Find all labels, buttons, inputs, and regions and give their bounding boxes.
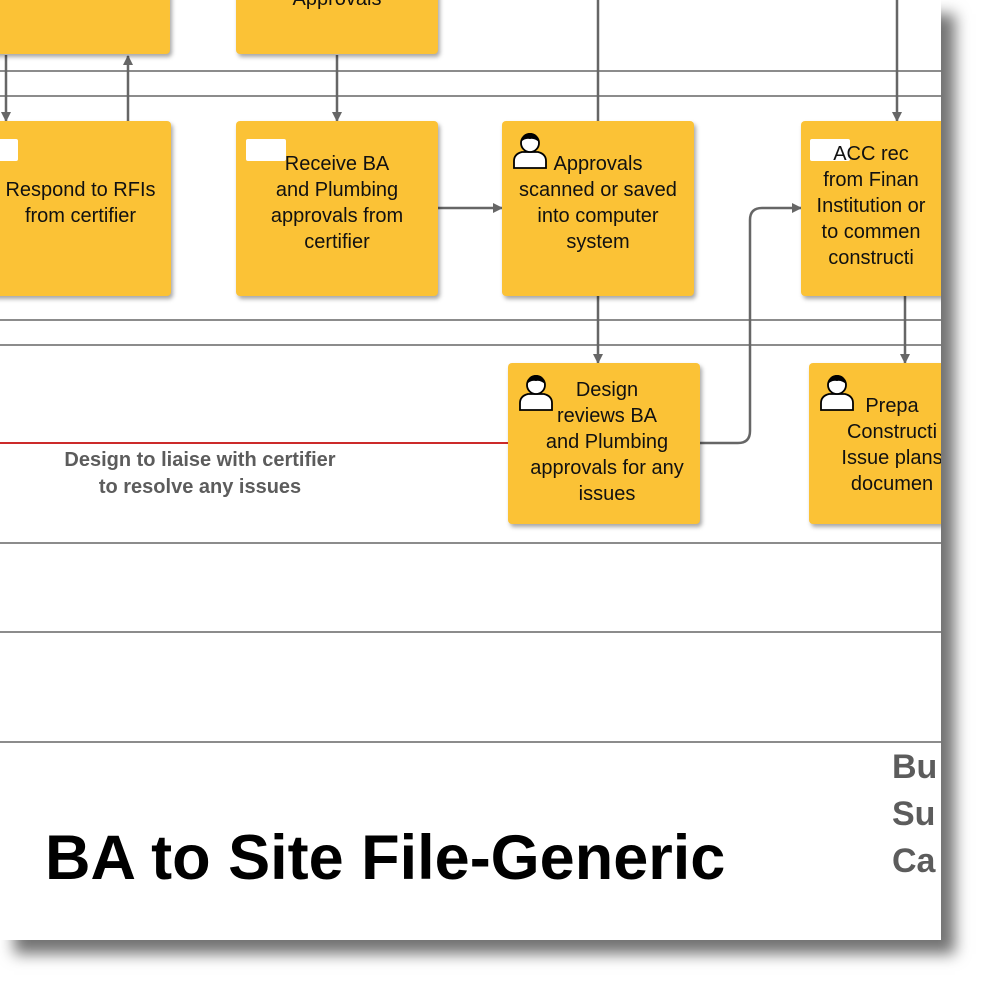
document-icon xyxy=(810,139,850,161)
document-icon xyxy=(246,139,286,161)
diagram-title: BA to Site File-Generic xyxy=(45,823,726,893)
document-icon xyxy=(0,139,18,161)
side-label-2: Su xyxy=(892,795,936,833)
process-box-top-left[interactable] xyxy=(0,0,170,54)
person-icon xyxy=(513,133,547,169)
process-box-text: Approvals xyxy=(240,0,434,12)
process-box-approvals[interactable]: Approvals xyxy=(236,0,438,54)
side-label-1: Bu xyxy=(892,748,938,786)
side-label-3: Ca xyxy=(892,842,936,880)
person-icon xyxy=(519,375,553,411)
person-icon xyxy=(820,375,854,411)
arrow-design-to-acc xyxy=(700,203,802,445)
connector-layer xyxy=(0,0,941,743)
